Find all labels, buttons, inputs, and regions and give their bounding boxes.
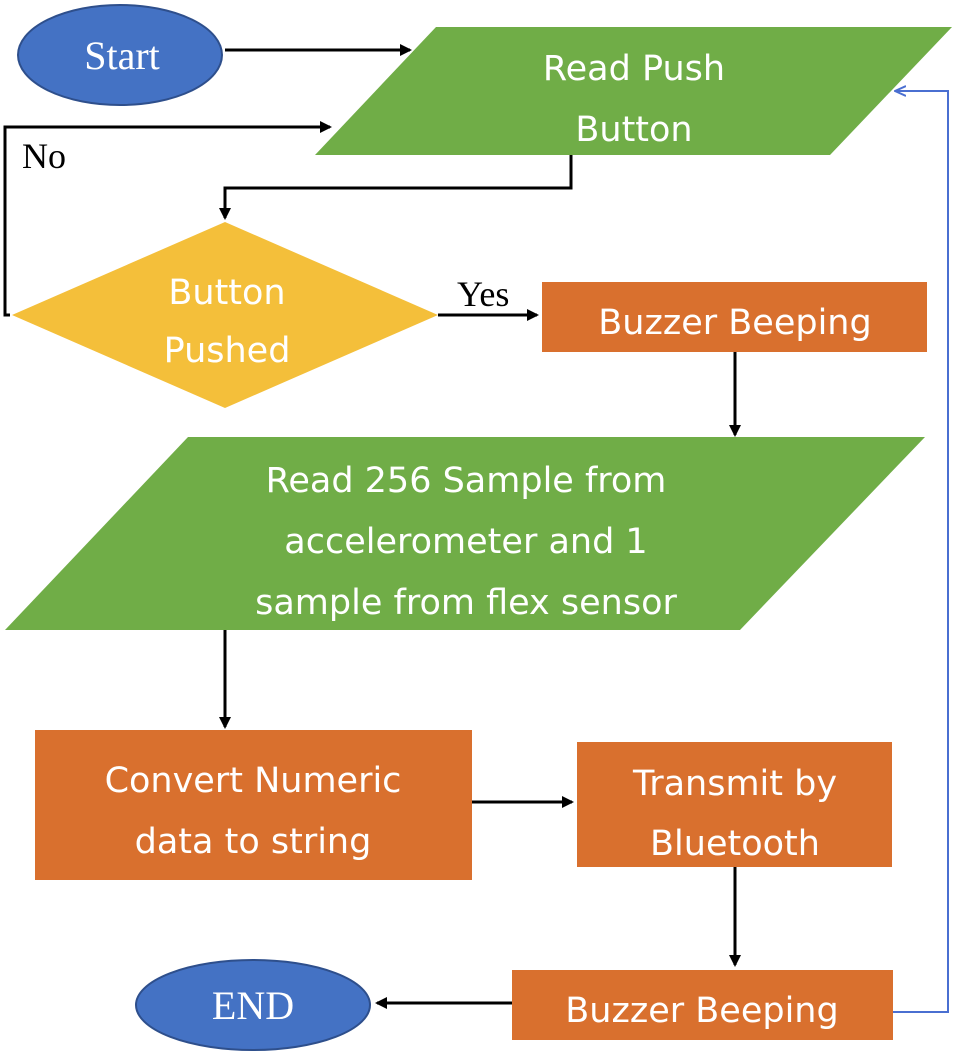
start-label: Start	[84, 33, 160, 78]
convert-data-label-line-2: data to string	[135, 822, 372, 862]
read-samples-label-line-3: sample from flex sensor	[255, 583, 677, 623]
transmit-label-line-2: Bluetooth	[650, 824, 820, 864]
transmit-label-line-1: Transmit by	[632, 764, 837, 804]
button-pushed-label-line-1: Button	[168, 273, 285, 313]
button-pushed-decision: Button Pushed	[12, 222, 438, 408]
start-terminal: Start	[17, 4, 223, 106]
edge-label-no: No	[22, 136, 66, 176]
buzzer-beeping-node-2: Buzzer Beeping	[512, 970, 893, 1040]
read-push-button-label-line-2: Button	[575, 110, 692, 150]
arrow-no-loop	[3, 121, 332, 317]
button-pushed-label-line-2: Pushed	[164, 331, 291, 371]
arrow-loop-back	[893, 91, 949, 1013]
convert-data-label-line-1: Convert Numeric	[105, 761, 402, 801]
read-samples-label-line-1: Read 256 Sample from	[266, 461, 667, 501]
buzzer-beeping-label-1: Buzzer Beeping	[598, 303, 871, 343]
read-push-button-node: Read Push Button	[315, 27, 952, 155]
connectors	[3, 44, 949, 1013]
read-push-button-label-line-1: Read Push	[543, 49, 725, 89]
read-samples-label-line-2: accelerometer and 1	[284, 522, 647, 562]
end-terminal: END	[135, 959, 371, 1051]
edge-label-yes: Yes	[457, 274, 509, 314]
buzzer-beeping-label-2: Buzzer Beeping	[565, 991, 838, 1031]
arrow-read-to-decision	[219, 155, 573, 220]
buzzer-beeping-node-1: Buzzer Beeping	[542, 282, 927, 352]
transmit-node: Transmit by Bluetooth	[577, 742, 892, 867]
convert-data-node: Convert Numeric data to string	[35, 730, 472, 880]
end-label: END	[212, 983, 294, 1028]
read-samples-node: Read 256 Sample from accelerometer and 1…	[5, 437, 925, 630]
